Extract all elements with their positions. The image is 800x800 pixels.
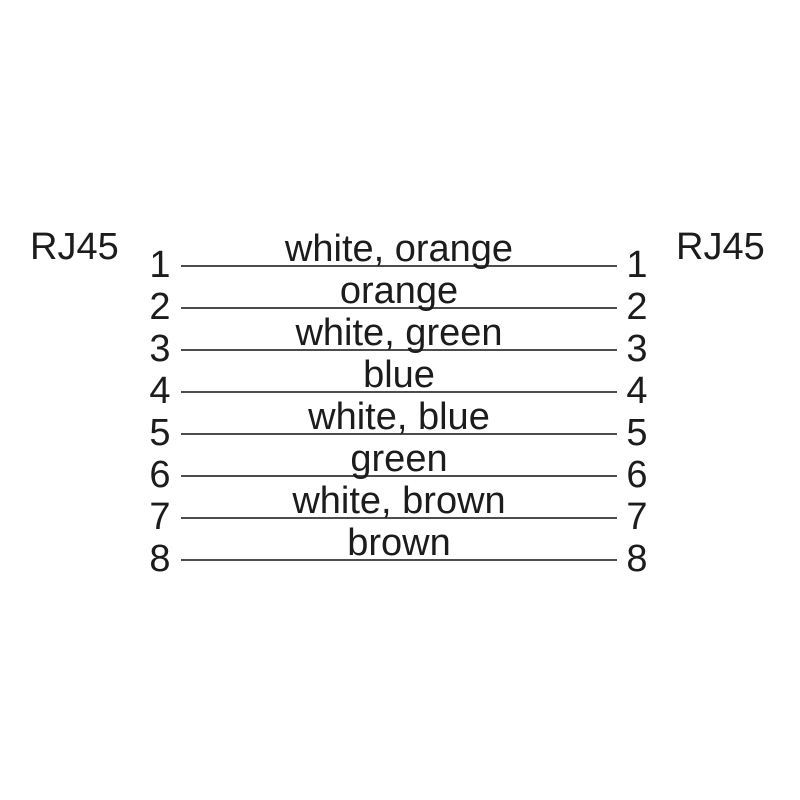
wire-color-label: blue xyxy=(363,354,435,396)
pin-number-right: 7 xyxy=(626,496,648,538)
pin-number-left: 1 xyxy=(149,244,171,286)
pin-number-right: 1 xyxy=(626,244,648,286)
wire-line xyxy=(181,517,617,519)
pin-number-right: 5 xyxy=(626,412,648,454)
wire-line xyxy=(181,559,617,561)
wire-line xyxy=(181,391,617,393)
pin-row: 4 blue 4 xyxy=(0,352,800,410)
pin-number-left: 3 xyxy=(149,328,171,370)
left-connector-label: RJ45 xyxy=(30,226,119,268)
pin-number-left: 2 xyxy=(149,286,171,328)
wire-line xyxy=(181,307,617,309)
wire-color-label: green xyxy=(350,438,448,480)
wire-color-label: brown xyxy=(347,522,451,564)
wire-line xyxy=(181,349,617,351)
pin-number-right: 4 xyxy=(626,370,648,412)
pin-number-right: 2 xyxy=(626,286,648,328)
wire-color-label: white, orange xyxy=(284,228,514,270)
right-connector-label: RJ45 xyxy=(676,226,765,268)
pin-number-right: 6 xyxy=(626,454,648,496)
pin-number-left: 5 xyxy=(149,412,171,454)
pin-row: 2 orange 2 xyxy=(0,268,800,326)
pin-rows: 1 white, orange 1 2 orange 2 3 white, gr… xyxy=(0,226,800,578)
wire-line xyxy=(181,475,617,477)
pin-number-left: 8 xyxy=(149,538,171,580)
pin-row: 1 white, orange 1 xyxy=(0,226,800,284)
pin-number-right: 3 xyxy=(626,328,648,370)
pin-number-left: 7 xyxy=(149,496,171,538)
pin-row: 6 green 6 xyxy=(0,436,800,494)
wire-color-label: white, green xyxy=(295,312,503,354)
pin-number-left: 6 xyxy=(149,454,171,496)
pin-number-left: 4 xyxy=(149,370,171,412)
pin-row: 8 brown 8 xyxy=(0,520,800,578)
wire-color-label: white, blue xyxy=(308,396,490,438)
pin-row: 7 white, brown 7 xyxy=(0,478,800,536)
pin-row: 5 white, blue 5 xyxy=(0,394,800,452)
wire-color-label: orange xyxy=(339,270,459,312)
wire-line xyxy=(181,433,617,435)
wire-line xyxy=(181,265,617,267)
pin-row: 3 white, green 3 xyxy=(0,310,800,368)
pin-number-right: 8 xyxy=(626,538,648,580)
wire-color-label: white, brown xyxy=(292,480,506,522)
